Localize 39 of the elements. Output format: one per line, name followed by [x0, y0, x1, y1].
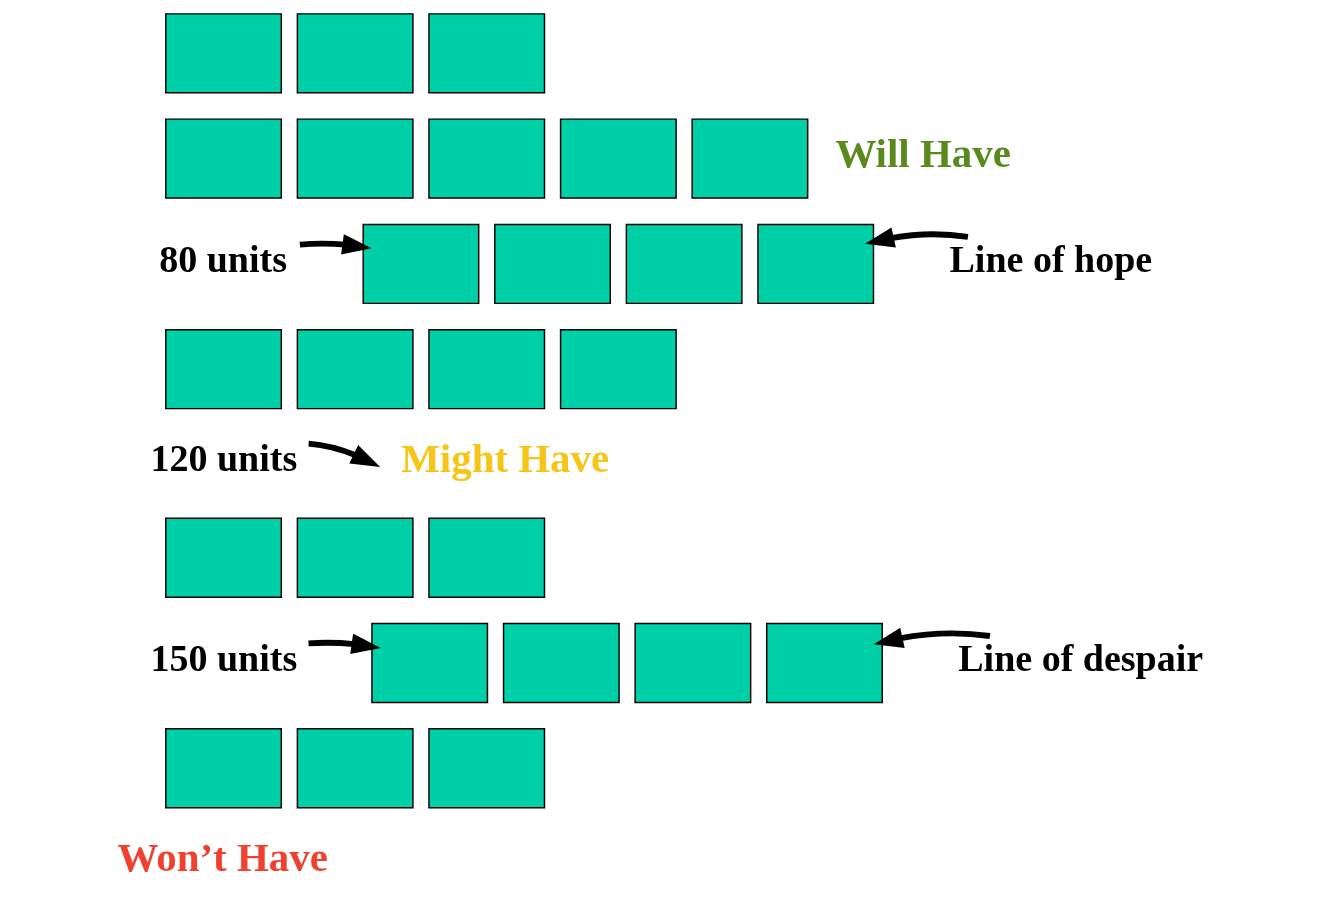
node-box — [164, 328, 282, 410]
node-box — [502, 622, 620, 704]
node-box — [559, 118, 677, 199]
node-box — [559, 328, 677, 410]
node-box — [633, 622, 751, 704]
node-box — [296, 328, 414, 410]
node-box — [690, 118, 808, 199]
node-box — [296, 118, 414, 199]
node-box — [164, 13, 282, 94]
node-text: 120 units — [149, 437, 297, 480]
node-box — [370, 622, 488, 704]
node-text: 150 units — [149, 636, 297, 679]
node-text: Line of hope — [949, 237, 1152, 280]
node-box — [493, 223, 611, 305]
node-box — [427, 13, 545, 94]
arrow — [307, 633, 381, 655]
node-text: Line of despair — [957, 636, 1203, 679]
label: Won’t Have — [117, 835, 328, 881]
node-box — [296, 13, 414, 94]
node-box — [296, 517, 414, 598]
node-box — [427, 328, 545, 410]
node-box — [164, 728, 282, 809]
node-box — [756, 223, 874, 305]
node-box — [296, 728, 414, 809]
arrow — [299, 234, 372, 255]
node-box — [427, 517, 545, 598]
label: Will Have — [834, 131, 1011, 177]
node-text: 80 units — [158, 237, 287, 280]
arrow — [873, 627, 990, 648]
node-box — [164, 517, 282, 598]
arrow — [864, 227, 968, 248]
node-box — [427, 728, 545, 809]
node-box — [625, 223, 743, 305]
node-box — [164, 118, 282, 199]
node-box — [361, 223, 479, 305]
label: Might Have — [400, 436, 609, 482]
arrow — [307, 440, 380, 468]
node-box — [765, 622, 883, 704]
node-box — [427, 118, 545, 199]
